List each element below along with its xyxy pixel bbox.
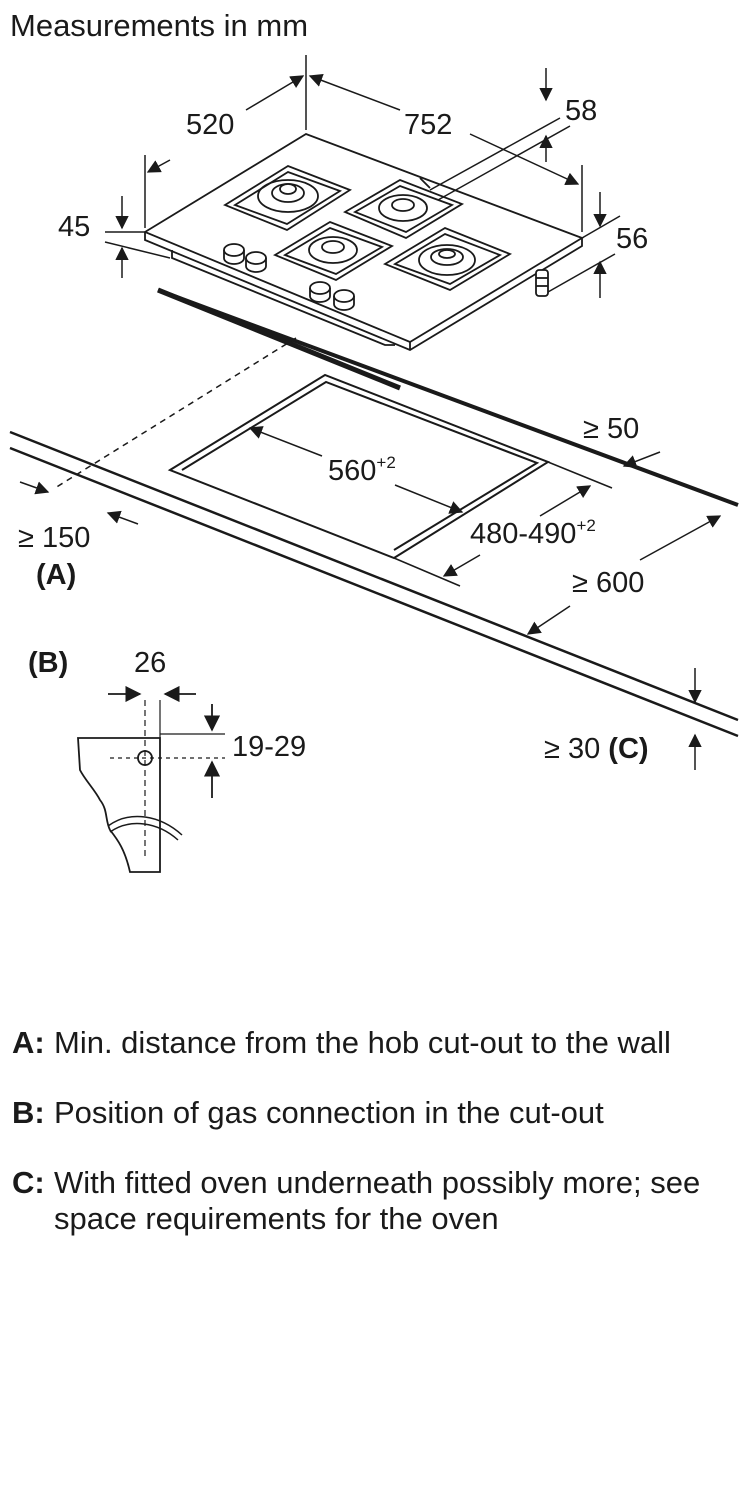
gas-connector: [535, 269, 549, 297]
note-b: B: Position of gas connection in the cut…: [12, 1095, 742, 1131]
note-a-text: Min. distance from the hob cut-out to th…: [54, 1025, 671, 1060]
burner-rear-left: [223, 164, 352, 232]
label-a: (A): [36, 559, 76, 591]
cutout-dimension-lines: [19, 426, 722, 770]
gas-connection-detail: [77, 685, 225, 873]
note-b-text: Position of gas connection in the cut-ou…: [54, 1095, 604, 1130]
dim-min-front: ≥ 600: [572, 567, 644, 599]
note-a: A: Min. distance from the hob cut-out to…: [12, 1025, 742, 1061]
dim-hob-width: 752: [404, 109, 452, 141]
note-c-text: With fitted oven underneath possibly mor…: [54, 1165, 701, 1236]
burner-front-right: [382, 226, 513, 292]
legend-notes: A: Min. distance from the hob cut-out to…: [12, 1025, 742, 1271]
dim-min-worktop: ≥ 30 (C): [544, 733, 649, 765]
label-b: (B): [28, 647, 68, 679]
note-c-key: C:: [12, 1165, 45, 1200]
dim-gas-height: 19-29: [232, 731, 306, 763]
min-worktop-value: ≥ 30: [544, 733, 600, 765]
burner-rear-right: [342, 177, 465, 240]
cutout-depth-value: 480-490: [470, 518, 576, 550]
hob-body: [171, 250, 395, 346]
dim-below-depth: 56: [616, 223, 648, 255]
dim-min-rear: ≥ 50: [583, 413, 639, 445]
dim-hob-depth: 520: [186, 109, 234, 141]
cutout-width-value: 560: [328, 455, 376, 487]
note-c: C: With fitted oven underneath possibly …: [12, 1165, 742, 1237]
hob-appliance: [143, 133, 585, 391]
control-knobs: [223, 243, 355, 311]
note-a-key: A:: [12, 1025, 45, 1060]
dim-cutout-depth: 480-490+2: [470, 516, 596, 550]
dim-burner-height: 58: [565, 95, 597, 127]
dim-gas-offset: 26: [134, 647, 166, 679]
label-c: (C): [608, 733, 648, 765]
diagram-title: Measurements in mm: [10, 8, 308, 43]
dim-min-wall: ≥ 150: [18, 522, 90, 554]
burner-front-left: [272, 221, 395, 282]
dim-cutout-width: 560+2: [328, 453, 396, 487]
note-b-key: B:: [12, 1095, 45, 1130]
cutout-width-tolerance: +2: [376, 453, 395, 472]
cutout-depth-tolerance: +2: [576, 516, 595, 535]
dim-glass-thickness: 45: [58, 211, 90, 243]
hob-dimension-lines: [54, 55, 621, 489]
worktop: [9, 288, 739, 738]
installation-diagram: Measurements in mm: [9, 8, 739, 873]
